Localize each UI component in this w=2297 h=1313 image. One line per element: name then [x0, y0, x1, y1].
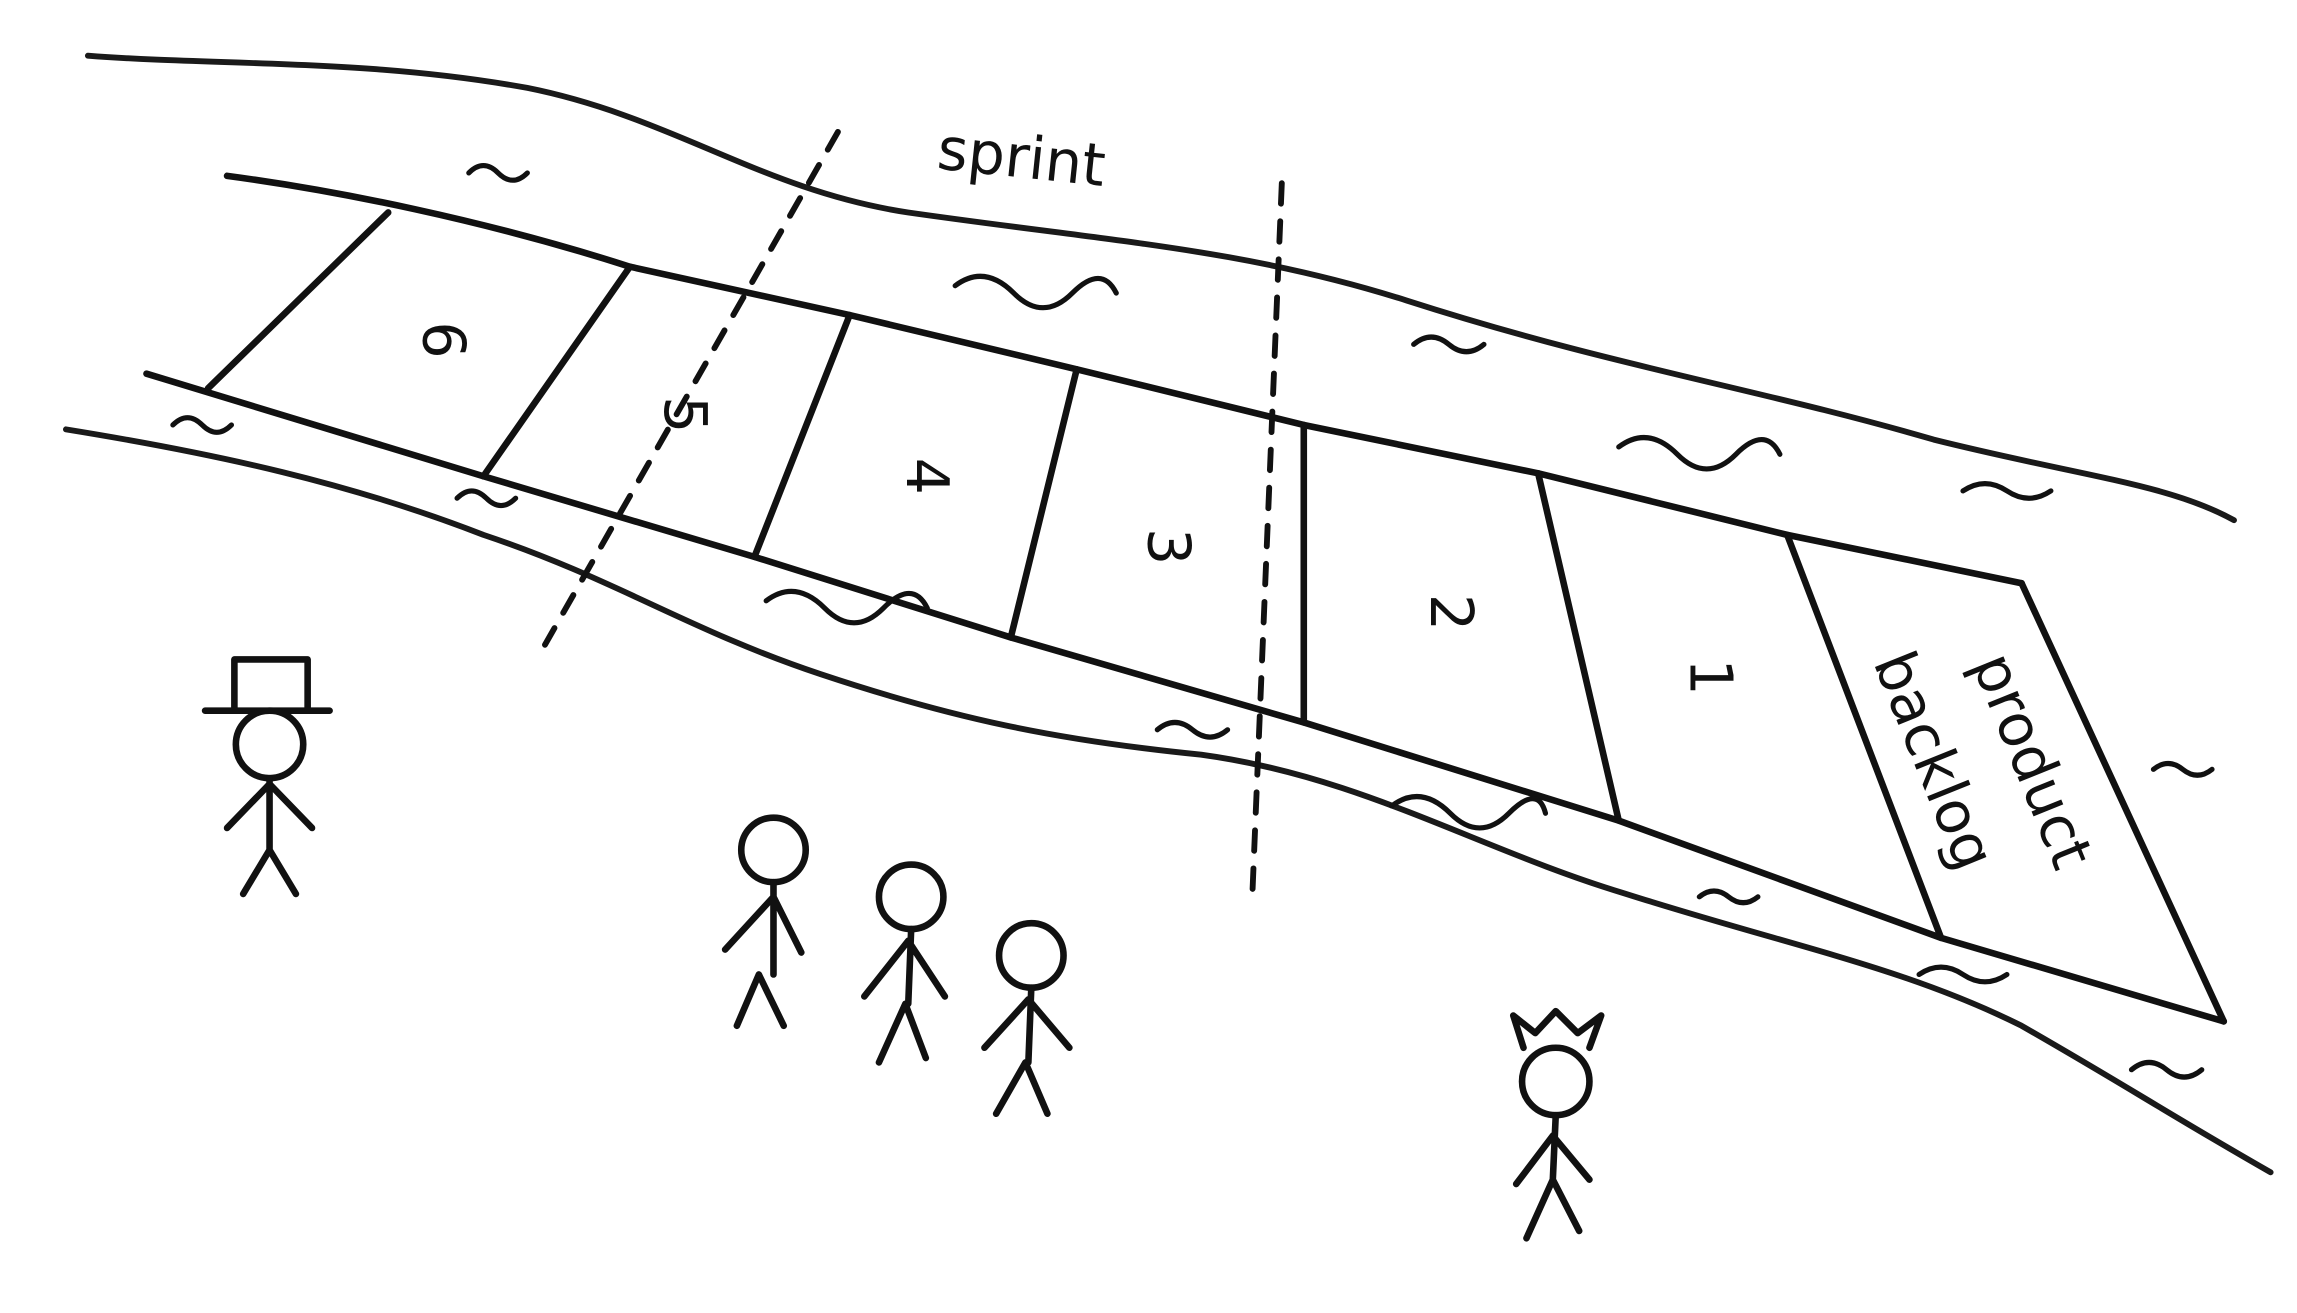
team-member-figure [721, 814, 810, 1030]
bridge-top-edge [223, 172, 2025, 587]
bridge-end-edge [2018, 579, 2228, 1025]
plank-label-4: 4 [893, 458, 961, 495]
top-hat-icon [201, 656, 333, 715]
sprint-label: sprint [934, 115, 1108, 200]
stakeholder-figure [201, 656, 333, 898]
plank-divider [1534, 470, 1623, 824]
plank-divider [480, 263, 634, 480]
plank-label-2: 2 [1417, 594, 1485, 631]
team-member-figure [861, 861, 949, 1066]
product-owner-figure [1509, 1007, 1605, 1242]
plank-divider [1007, 365, 1081, 641]
plank-divider [1783, 531, 1945, 942]
sprint-boundary-left [542, 128, 841, 648]
team-member-figure [981, 919, 1073, 1118]
plank-label-6: 6 [409, 321, 477, 358]
bridge-bottom-edge [143, 370, 2228, 1025]
plank-label-3: 3 [1134, 528, 1202, 565]
crown-icon [1509, 1007, 1605, 1052]
sprint-boundary-right [1249, 180, 1285, 894]
plank-divider [751, 311, 853, 561]
plank-label-5: 5 [651, 396, 719, 433]
river-bottom-bank [62, 426, 2274, 1176]
river-top-bank [84, 52, 2237, 524]
water-ripples [170, 163, 2215, 1080]
plank-label-1: 1 [1677, 658, 1745, 695]
plank-divider [204, 209, 392, 392]
